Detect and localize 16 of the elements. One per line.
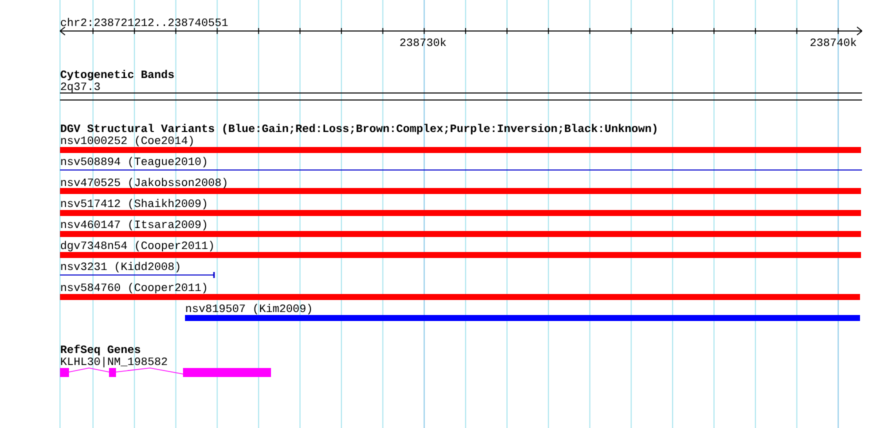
variant-bar: nsv460147 (Itsara2009)	[60, 220, 861, 237]
variant-bar: nsv470525 (Jakobsson2008)	[60, 178, 861, 194]
variant-bar: nsv3231 (Kidd2008)	[60, 262, 215, 278]
tick-label: 238730k	[400, 38, 446, 46]
gene-model: KLHL30|NM_198582	[60, 356, 271, 377]
variant-bar: nsv1000252 (Coe2014)	[60, 136, 861, 153]
variant-bar: nsv819507 (Kim2009)	[185, 304, 860, 321]
variant-bar: nsv508894 (Teague2010)	[60, 156, 862, 170]
variant-bar: dgv7348n54 (Cooper2011)	[60, 240, 861, 258]
ruler-title: chr2:238721212..238740551	[60, 18, 228, 26]
node-label: KLHL30|NM_198582	[61, 356, 167, 368]
variant-bar: nsv517412 (Shaikh2009)	[60, 198, 861, 216]
cytoband: 2q37.3	[60, 82, 862, 100]
track-heading: DGV Structural Variants (Blue:Gain;Red:Loss;Brown:Complex;Purple:Inversion;Black:Unknown)	[60, 124, 656, 134]
tick-label: 238740k	[810, 38, 856, 46]
variant-bar: nsv584760 (Cooper2011)	[60, 282, 860, 300]
